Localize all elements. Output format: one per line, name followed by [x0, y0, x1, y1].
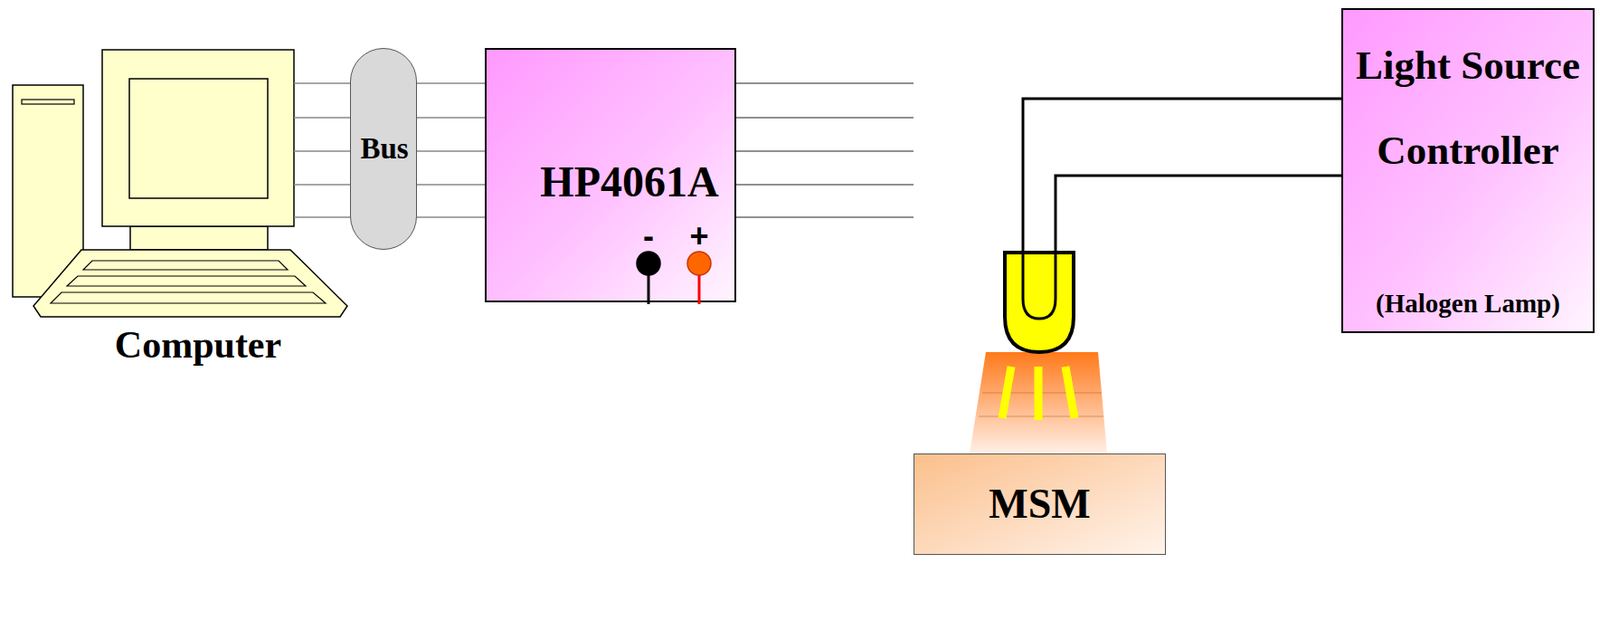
wire-segment	[416, 82, 485, 85]
node-title: Light Source Controller	[1352, 22, 1584, 193]
wire-segment	[736, 216, 914, 218]
terminal-label: +	[681, 217, 718, 255]
key-row	[66, 275, 306, 286]
wire-segment	[293, 116, 351, 119]
wire-segment	[736, 150, 914, 152]
monitor	[102, 49, 294, 227]
controller-box: Light Source Controller (Halogen Lamp)	[1341, 8, 1595, 333]
computer: Computer	[102, 49, 294, 250]
wire-segment	[736, 82, 914, 85]
connector	[416, 83, 485, 218]
wire-segment	[293, 82, 351, 85]
wire-segment	[416, 150, 485, 152]
node-title: Bus	[350, 130, 418, 167]
wire-segment	[416, 183, 485, 186]
terminal	[687, 251, 711, 275]
monitor-stand	[130, 226, 268, 250]
light-ray	[1034, 366, 1043, 420]
wire-segment	[736, 82, 914, 85]
node-title: MSM	[914, 479, 1165, 529]
wire-segment	[416, 216, 485, 218]
wire-segment	[293, 183, 351, 186]
instrument-box: HP4061A -+	[484, 47, 737, 303]
halogen-lamp	[1004, 252, 1074, 352]
terminal	[636, 251, 661, 275]
keyboard	[33, 249, 348, 317]
light-ray	[1002, 366, 1012, 418]
wire-segment	[736, 116, 914, 119]
wire-segment	[736, 183, 914, 186]
wire-segment	[736, 216, 914, 218]
connector	[293, 83, 351, 218]
bus-box: Bus	[350, 47, 417, 250]
node-subtitle: (Halogen Lamp)	[1343, 286, 1593, 320]
lamp-wire	[1055, 175, 1342, 256]
wire-segment	[736, 150, 914, 152]
drive-slot	[21, 99, 75, 105]
key-row	[50, 292, 326, 303]
connector	[736, 83, 914, 218]
device-box: MSM	[913, 453, 1166, 555]
wire-segment	[736, 183, 914, 186]
terminal-label: -	[630, 217, 667, 255]
lamp-filament	[1022, 252, 1056, 319]
connector	[736, 83, 914, 218]
node-title: HP4061A	[522, 156, 737, 208]
key-row	[83, 260, 288, 270]
wire-segment	[416, 116, 485, 119]
node-title: Computer	[47, 322, 349, 367]
wire-segment	[736, 116, 914, 119]
light-beam	[969, 351, 1108, 454]
monitor-screen	[129, 78, 268, 199]
wire-segment	[293, 216, 351, 218]
wire-segment	[293, 150, 351, 152]
light-ray	[1065, 366, 1075, 418]
